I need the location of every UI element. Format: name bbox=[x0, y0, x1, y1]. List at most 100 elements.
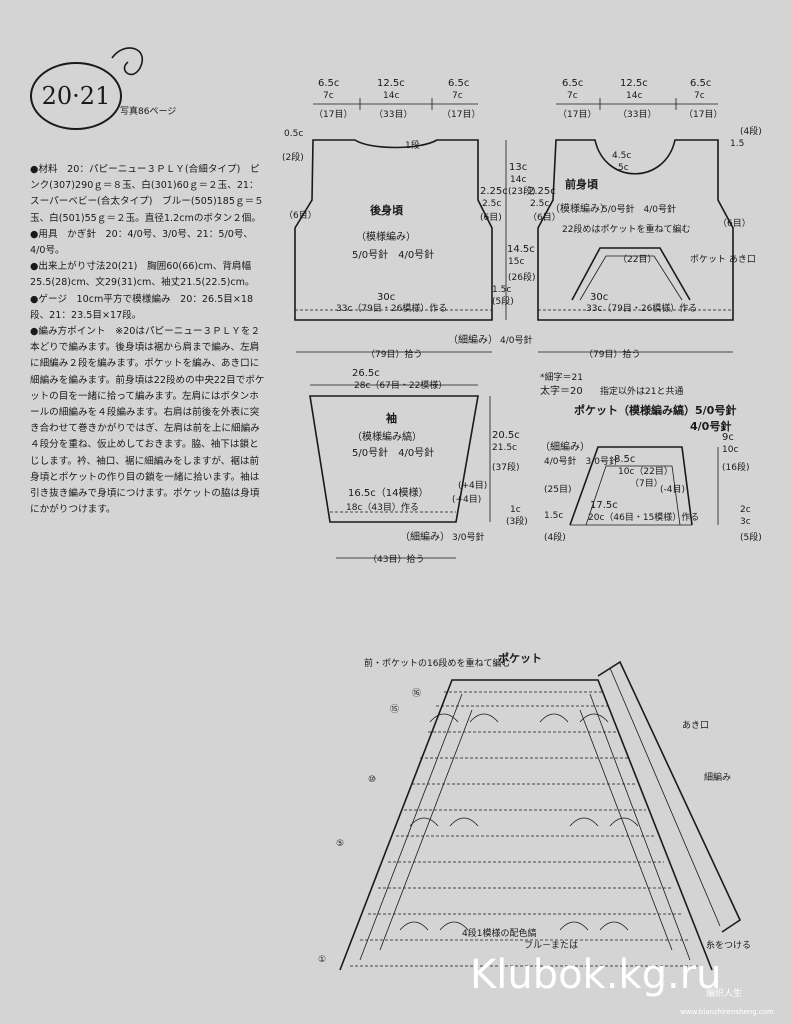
sleeve-bottom-s: 18c（43目）作る bbox=[346, 501, 419, 513]
chart-row-15: ⑮ bbox=[390, 704, 399, 715]
front-pocket-note: 22段めはポケットを重ねて編む bbox=[562, 223, 690, 235]
front-dec-st: （6目） bbox=[528, 212, 561, 223]
tools-text: ●用具 かぎ針 20：4/0号、3/0号、21：5/0号、4/0号。 bbox=[30, 228, 254, 257]
sleeve-hook: 5/0号針 4/0号針 bbox=[352, 446, 434, 459]
front-shoulder-right: 6.5c bbox=[690, 78, 711, 89]
back-side-st: （6目） bbox=[284, 210, 317, 221]
back-shoulder-right-st: （17目） bbox=[442, 109, 480, 120]
front-width: 30c bbox=[590, 292, 608, 303]
watermark-text: Klubok.kg.ru bbox=[470, 952, 722, 998]
sleeve-cuff-h: 1c bbox=[510, 505, 521, 515]
pocket-height-rows: (16段) bbox=[722, 461, 749, 473]
chart-pattern: 4段1模様の配色縞 bbox=[462, 927, 536, 939]
points-text: ●編み方ポイント ※20はパピーニュー３ＰＬＹを２本どりで編みます。後身頃は裾か… bbox=[30, 326, 265, 516]
pocket-edge: （細編み） bbox=[540, 440, 590, 453]
note-thin: *細字＝21 bbox=[540, 371, 583, 383]
back-neck: 12.5c bbox=[377, 78, 405, 89]
front-pocket-open: ポケット あき口 bbox=[690, 254, 756, 265]
pocket-hook2: 4/0号針 bbox=[690, 419, 731, 433]
sleeve-inc: (+4目) bbox=[458, 480, 487, 491]
back-pickup: （79目）拾う bbox=[366, 348, 422, 360]
sleeve-title: 袖 bbox=[386, 411, 397, 425]
back-armhole-h: 13c bbox=[509, 162, 527, 173]
front-hook: 5/0号針 4/0号針 bbox=[602, 203, 676, 215]
front-dec-h: 2.25c bbox=[528, 186, 556, 197]
back-armhole-h-s: 14c bbox=[510, 175, 526, 185]
chart-note: 前・ポケットの16段めを重ねて編む bbox=[364, 657, 510, 669]
front-neck-st: （33目） bbox=[618, 109, 656, 120]
instructions: ●材料 20：パピーニュー３ＰＬＹ(合細タイプ) ピンク(307)290ｇ＝８玉… bbox=[30, 162, 268, 518]
chart-row-5: ⑤ bbox=[336, 839, 344, 849]
pocket-top-st: （7目） bbox=[630, 478, 663, 489]
sleeve-schematic bbox=[309, 384, 491, 559]
pattern-number: 20·21 bbox=[41, 82, 111, 110]
pocket-height-s: 10c bbox=[722, 445, 738, 455]
front-side-st: （6目） bbox=[718, 218, 751, 229]
pocket-title: ポケット（模様編み縞）5/0号針 bbox=[574, 403, 736, 417]
back-hem-rows: (5段) bbox=[492, 295, 514, 307]
front-width-s: 33c（79目・26模様）作る bbox=[586, 302, 697, 314]
pocket-edge-st: (25目) bbox=[544, 484, 571, 495]
photo-page-ref: 写真86ページ bbox=[120, 107, 177, 117]
back-body-rows: (26段) bbox=[508, 271, 535, 283]
chart-join: 糸をつける bbox=[706, 939, 751, 951]
front-dec-h-s: 2.5c bbox=[530, 199, 549, 209]
sleeve-top-s: 28c（67目・22模様） bbox=[354, 379, 447, 391]
back-dec-h: 2.25c bbox=[480, 186, 508, 197]
back-dec-h-s: 2.5c bbox=[482, 199, 501, 209]
back-neck-st: （33目） bbox=[374, 109, 412, 120]
pocket-bottom: 17.5c bbox=[590, 500, 618, 511]
back-shoulder-left-st: （17目） bbox=[314, 109, 352, 120]
badge-curl bbox=[111, 47, 143, 76]
chart-edge: 細編み bbox=[704, 771, 731, 783]
sleeve-pickup: （43目）拾う bbox=[368, 553, 424, 565]
pocket-top-s: 10c（22目） bbox=[618, 466, 673, 477]
chart-title: ポケット bbox=[498, 651, 542, 665]
sleeve-inc2: (+4目) bbox=[452, 494, 481, 505]
front-stitch: （模様編み） bbox=[550, 202, 610, 215]
back-top-left: 0.5c bbox=[284, 129, 303, 139]
front-pickup: （79目）拾う bbox=[584, 348, 640, 360]
back-neck-s: 14c bbox=[383, 91, 399, 101]
back-body-schematic bbox=[294, 98, 507, 353]
front-shoulder-left: 6.5c bbox=[562, 78, 583, 89]
back-title: 後身頃 bbox=[370, 203, 404, 217]
front-title: 前身頃 bbox=[565, 177, 599, 191]
sleeve-edge: （細編み） bbox=[400, 530, 450, 543]
size-text: ●出来上がり寸法20(21) 胸囲60(66)cm、背肩幅25.5(28)cm、… bbox=[30, 261, 255, 289]
sleeve-len-s: 21.5c bbox=[492, 443, 517, 453]
back-shoulder-right-s: 7c bbox=[452, 91, 463, 101]
front-shoulder-left-st: （17目） bbox=[558, 109, 596, 120]
front-neck-s: 14c bbox=[626, 91, 642, 101]
front-shoulder-right-st: （17目） bbox=[684, 109, 722, 120]
back-body-h: 14.5c bbox=[507, 244, 535, 255]
pocket-edge-hook: 4/0号針 3/0号針 bbox=[544, 455, 618, 467]
chart-yarn: フル－または bbox=[524, 940, 578, 951]
back-top-left-rows: (2段) bbox=[282, 151, 304, 163]
pattern-number-badge: 20·21 bbox=[30, 62, 122, 130]
back-shoulder-right: 6.5c bbox=[448, 78, 469, 89]
note-bold: 太字＝20 bbox=[540, 384, 583, 397]
pocket-schematic bbox=[569, 446, 719, 526]
sleeve-len-rows: (37段) bbox=[492, 461, 519, 473]
pocket-inc: (-4目) bbox=[660, 484, 685, 495]
gauge-text: ●ゲージ 10cm平方で模様編み 20：26.5目×18段、21：23.5目×1… bbox=[30, 293, 254, 321]
back-width-s: 33c（79目・26模様）作る bbox=[336, 302, 447, 314]
back-shoulder-left: 6.5c bbox=[318, 78, 339, 89]
back-edge-hook: 4/0号針 bbox=[500, 334, 533, 346]
pocket-edge-h: 1.5c bbox=[544, 511, 563, 521]
pocket-bottom-s: 20c（46目・15模様）作る bbox=[588, 511, 699, 523]
pocket-chart bbox=[339, 660, 742, 971]
front-btn: 1.5 bbox=[730, 139, 744, 149]
back-hem-h: 1.5c bbox=[492, 285, 511, 295]
watermark-logo: 编织人生 bbox=[706, 987, 742, 999]
front-shoulder-left-s: 7c bbox=[567, 91, 578, 101]
back-edge: （細編み） bbox=[448, 333, 498, 346]
back-neck-rows: 1段 bbox=[405, 139, 420, 151]
sleeve-stitch: （模様編み縞） bbox=[352, 430, 422, 443]
front-btn-rows: (4段) bbox=[740, 125, 762, 137]
front-neck-depth: 4.5c bbox=[612, 151, 631, 161]
chart-row-1: ① bbox=[318, 955, 326, 965]
note-common: 指定以外は21と共通 bbox=[600, 385, 683, 397]
